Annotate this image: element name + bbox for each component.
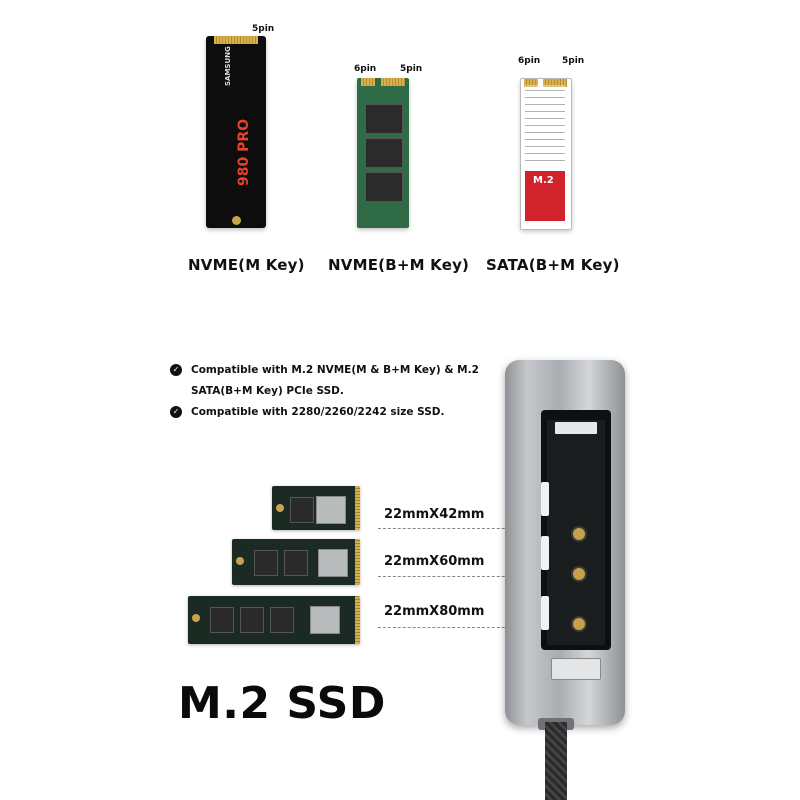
nand-chip	[270, 607, 294, 633]
ssd-stick-2260	[232, 539, 360, 585]
ssd-stick-2242	[272, 486, 360, 530]
gold-contacts	[543, 79, 567, 87]
pin-label: 5pin	[562, 56, 585, 66]
key-label-sata-bm: SATA(B+M Key)	[486, 256, 620, 274]
gold-edge	[355, 486, 360, 530]
screw-hole	[236, 557, 244, 565]
nand-chip	[365, 138, 403, 168]
nand-chip	[290, 497, 314, 523]
gold-edge	[355, 539, 360, 585]
gold-contacts	[361, 78, 375, 86]
card-brand-text: SAMSUNG	[224, 46, 232, 86]
size-tab	[541, 596, 549, 630]
pin-label: 5pin	[252, 24, 275, 34]
key-label-nvme-m: NVME(M Key)	[188, 256, 305, 274]
card-model-number: 980	[236, 156, 252, 186]
key-label-nvme-bm: NVME(B+M Key)	[328, 256, 470, 274]
enclosure-latch	[551, 658, 601, 680]
controller-chip	[318, 549, 348, 577]
standoff-screw	[571, 526, 587, 542]
controller-chip	[316, 496, 346, 524]
nand-chip	[240, 607, 264, 633]
nand-chip	[254, 550, 278, 576]
ssd-stick-2280	[188, 596, 360, 644]
gold-contacts	[381, 78, 405, 86]
pin-label: 5pin	[400, 64, 423, 74]
sata-label-sticker	[525, 85, 565, 167]
size-label-80: 22mmX80mm	[384, 604, 485, 619]
gold-contacts	[524, 79, 538, 87]
sata-chip-text: M.2	[533, 175, 554, 186]
controller-chip	[310, 606, 340, 634]
page-title: M.2 SSD	[178, 678, 386, 729]
screw-hole	[276, 504, 284, 512]
size-tab	[541, 536, 549, 570]
check-circle-icon: ✓	[170, 364, 182, 376]
nand-chip	[210, 607, 234, 633]
usb-cable	[545, 722, 567, 800]
size-label-42: 22mmX42mm	[384, 507, 485, 522]
feature-text: Compatible with 2280/2260/2242 size SSD.	[191, 406, 445, 418]
screw-hole	[192, 614, 200, 622]
nand-chip	[284, 550, 308, 576]
feature-text: Compatible with M.2 NVME(M & B+M Key) & …	[191, 364, 479, 397]
nand-chip	[365, 172, 403, 202]
feature-item: ✓ Compatible with M.2 NVME(M & B+M Key) …	[170, 360, 491, 402]
m2-connector	[555, 422, 597, 434]
card-model-suffix: PRO	[236, 118, 252, 152]
ssd-card-lexar-nvme	[357, 78, 409, 228]
measure-line	[378, 528, 574, 529]
gold-contacts	[214, 36, 258, 44]
pin-label: 6pin	[518, 56, 541, 66]
nand-chip	[365, 104, 403, 134]
pin-label: 6pin	[354, 64, 377, 74]
card-model-text: 980 PRO	[236, 119, 252, 186]
standoff-screw	[571, 616, 587, 632]
size-label-60: 22mmX60mm	[384, 554, 485, 569]
screw-hole	[232, 216, 241, 225]
check-circle-icon: ✓	[170, 406, 182, 418]
feature-item: ✓ Compatible with 2280/2260/2242 size SS…	[170, 402, 491, 423]
ssd-card-samsung-nvme: SAMSUNG 980 PRO	[206, 36, 266, 228]
ssd-card-sata: M.2	[520, 78, 572, 230]
measure-line	[378, 627, 574, 628]
ssd-enclosure	[505, 360, 625, 725]
gold-edge	[355, 596, 360, 644]
size-tab	[541, 482, 549, 516]
measure-line	[378, 576, 574, 577]
standoff-screw	[571, 566, 587, 582]
sata-red-label	[525, 171, 565, 221]
